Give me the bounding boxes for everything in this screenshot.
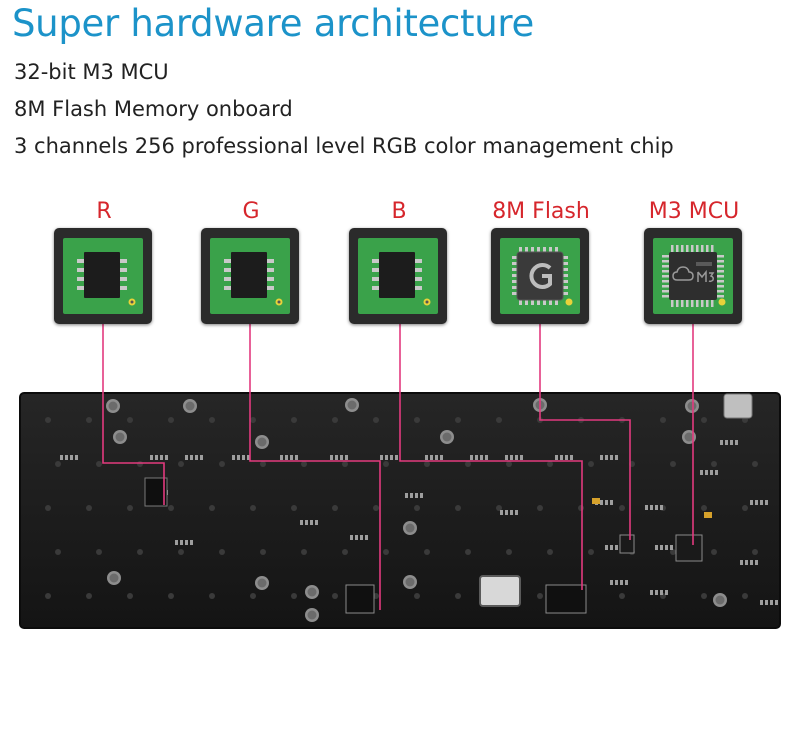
chip-connector-lines — [102, 324, 694, 610]
chip-tile-r — [54, 228, 152, 324]
chip-tile-g — [201, 228, 299, 324]
chip-tile-mcu — [644, 228, 742, 324]
chip-label-mcu: M3 MCU — [648, 199, 740, 224]
feature-rgb-chip: 3 channels 256 professional level RGB co… — [14, 134, 674, 158]
chip-label-flash: 8M Flash — [492, 199, 590, 224]
mcu-chip-icon — [653, 238, 733, 314]
feature-flash: 8M Flash Memory onboard — [14, 97, 293, 121]
flash-chip-icon — [500, 238, 580, 314]
soic-chip-icon — [63, 238, 143, 314]
chip-label-r: R — [96, 199, 112, 224]
page-title: Super hardware architecture — [12, 2, 534, 45]
chip-label-b: B — [391, 199, 407, 224]
pcb-components — [45, 393, 778, 622]
feature-mcu: 32-bit M3 MCU — [14, 60, 169, 84]
chip-label-g: G — [242, 199, 260, 224]
chip-tile-b — [349, 228, 447, 324]
chip-tile-flash — [491, 228, 589, 324]
soic-chip-icon — [358, 238, 438, 314]
soic-chip-icon — [210, 238, 290, 314]
